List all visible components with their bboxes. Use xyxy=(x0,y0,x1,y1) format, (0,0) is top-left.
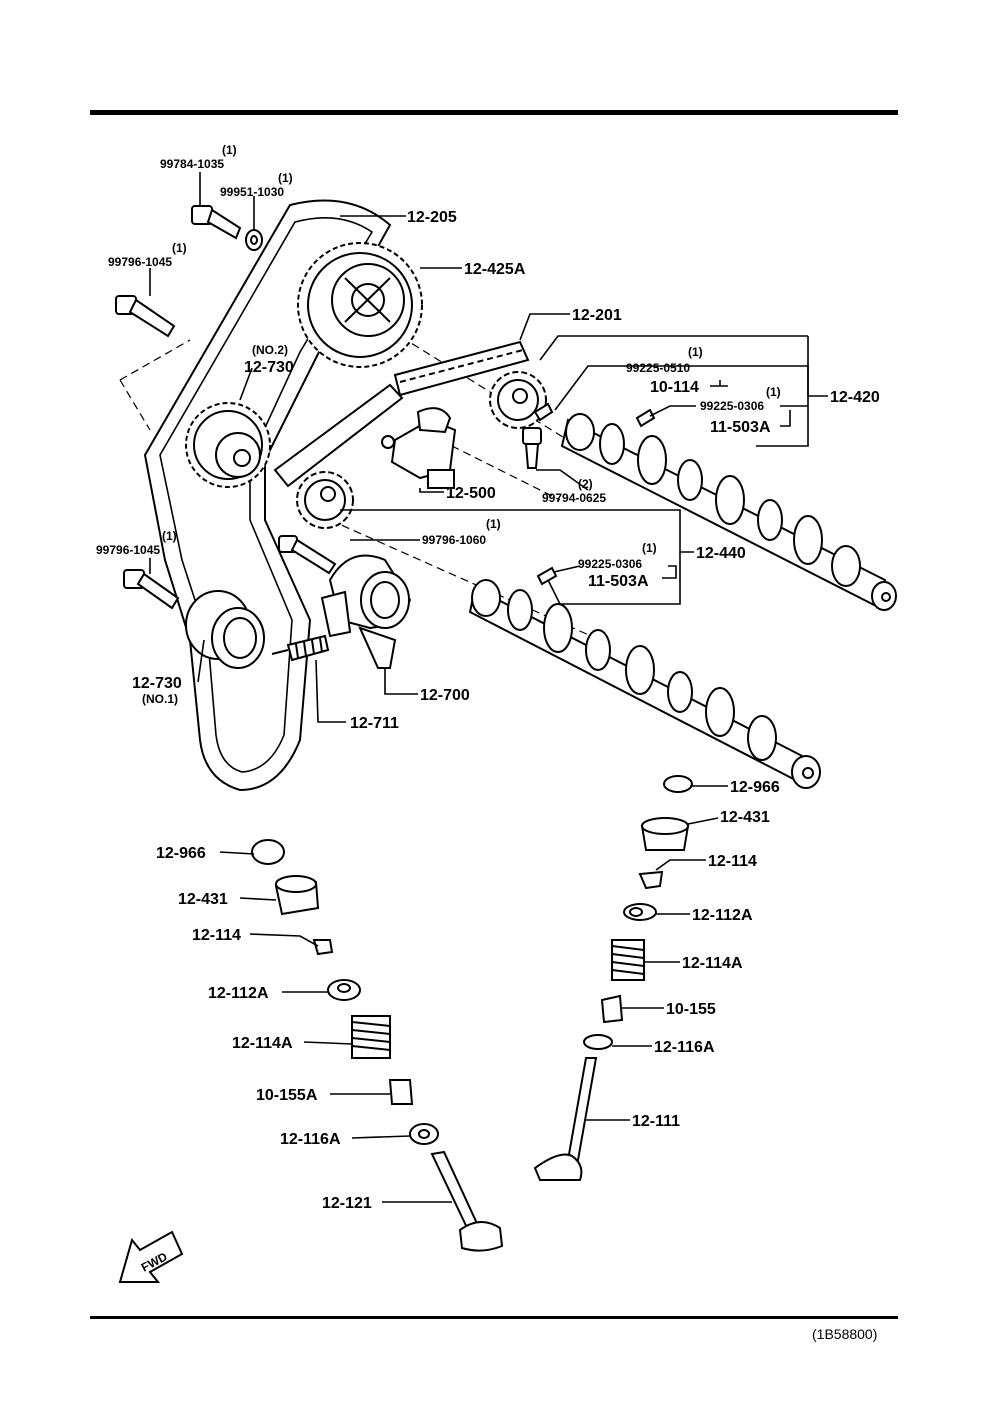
left-valve xyxy=(430,1150,504,1252)
qty-99225-0510: (1) xyxy=(688,345,703,359)
left-tappet xyxy=(274,875,320,916)
label-12-440: 12-440 xyxy=(696,545,746,562)
leader-lines xyxy=(149,172,828,1203)
label-right-12-114: 12-114 xyxy=(708,853,757,870)
label-right-12-111: 12-111 xyxy=(632,1113,680,1130)
right-tappet xyxy=(640,817,690,851)
label-right-10-155: 10-155 xyxy=(666,1001,716,1018)
label-10-114: 10-114 xyxy=(650,379,699,396)
right-valve-spring xyxy=(611,939,645,981)
label-12-420: 12-420 xyxy=(830,389,880,406)
qty-99794: (2) xyxy=(578,477,593,491)
label-12-711: 12-711 xyxy=(350,715,399,732)
qty-99796-a: (1) xyxy=(172,241,187,255)
pin-99225-0510 xyxy=(533,402,554,422)
label-99225-0510: 99225-0510 xyxy=(626,361,690,375)
left-valve-seal xyxy=(388,1079,414,1105)
diagram-reference-code: (1B58800) xyxy=(812,1326,878,1342)
bottom-rule xyxy=(90,1316,898,1319)
qty-99951: (1) xyxy=(278,171,293,185)
label-left-12-431: 12-431 xyxy=(178,891,228,908)
qty-99796-b: (1) xyxy=(162,529,177,543)
right-spring-seat xyxy=(583,1034,613,1050)
camshaft-upper xyxy=(560,413,897,611)
right-valve xyxy=(533,1057,598,1181)
left-valve-spring xyxy=(351,1015,391,1059)
left-spring-seat xyxy=(409,1123,439,1145)
label-left-12-112A: 12-112A xyxy=(208,985,269,1002)
left-spring-retainer xyxy=(327,979,361,1001)
label-right-12-112A: 12-112A xyxy=(692,907,753,924)
label-11-503A-a: 11-503A xyxy=(710,419,771,436)
qty-99225-0306-b: (1) xyxy=(642,541,657,555)
top-rule xyxy=(90,110,898,115)
alignment-line xyxy=(119,339,191,381)
tensioner-spring xyxy=(271,634,330,662)
bolt-99794-0625 xyxy=(522,427,542,469)
label-11-503A-b: 11-503A xyxy=(588,573,649,590)
qty-99796-1060: (1) xyxy=(486,517,501,531)
label-99796-1045-a: 99796-1045 xyxy=(108,255,172,269)
label-left-12-114: 12-114 xyxy=(192,927,241,944)
label-left-12-114A: 12-114A xyxy=(232,1035,293,1052)
bolt-99784-1035 xyxy=(191,205,242,240)
label-right-12-116A: 12-116A xyxy=(654,1039,715,1056)
label-left-12-116A: 12-116A xyxy=(280,1131,341,1148)
camshaft-lower xyxy=(468,579,821,789)
lower-cam-sprocket xyxy=(296,471,354,529)
sub-12-730-no1: (NO.1) xyxy=(142,692,178,706)
sub-12-730-no2: (NO.2) xyxy=(252,343,288,357)
label-12-201: 12-201 xyxy=(572,307,622,324)
label-12-730-no2: 12-730 xyxy=(244,359,294,376)
label-99796-1060: 99796-1060 xyxy=(422,533,486,547)
idler-pulley-no2 xyxy=(185,402,271,488)
label-12-205: 12-205 xyxy=(407,209,457,226)
alignment-line xyxy=(119,379,151,431)
belt-tensioner xyxy=(320,554,412,669)
cam-pulley xyxy=(297,242,423,368)
qty-99225-0306-a: (1) xyxy=(766,385,781,399)
left-shim xyxy=(251,839,285,865)
label-left-10-155A: 10-155A xyxy=(256,1087,318,1104)
label-right-12-966: 12-966 xyxy=(730,779,780,796)
label-12-425A: 12-425A xyxy=(464,261,526,278)
label-right-12-431: 12-431 xyxy=(720,809,770,826)
idler-pulley-no1 xyxy=(185,590,265,669)
washer-99951-1030 xyxy=(245,229,263,251)
label-right-12-114A: 12-114A xyxy=(682,955,743,972)
bolt-99796-1045-upper xyxy=(115,295,176,338)
label-99225-0306-b: 99225-0306 xyxy=(578,557,642,571)
upper-cam-sprocket xyxy=(489,371,547,429)
right-keeper xyxy=(638,870,664,890)
label-99796-1045-b: 99796-1045 xyxy=(96,543,160,557)
pin-99225-0306-upper xyxy=(635,408,656,428)
fwd-arrow: FWD xyxy=(118,1230,184,1283)
chain-tensioner xyxy=(381,407,457,489)
label-99225-0306-a: 99225-0306 xyxy=(700,399,764,413)
timing-chain xyxy=(273,340,530,488)
alignment-line xyxy=(329,519,601,641)
qty-99784: (1) xyxy=(222,143,237,157)
label-left-12-966: 12-966 xyxy=(156,845,206,862)
left-keeper xyxy=(312,939,334,956)
label-12-700: 12-700 xyxy=(420,687,470,704)
right-valve-seal xyxy=(600,994,624,1024)
label-99794-0625: 99794-0625 xyxy=(542,491,606,505)
right-shim xyxy=(663,775,693,793)
part-labels: (1) 99784-1035 (1) 99951-1030 (1) 99796-… xyxy=(96,143,880,1212)
label-99951-1030: 99951-1030 xyxy=(220,185,284,199)
right-spring-retainer xyxy=(623,903,657,921)
label-99784-1035: 99784-1035 xyxy=(160,157,224,171)
label-12-500: 12-500 xyxy=(446,485,496,502)
label-12-730-no1: 12-730 xyxy=(132,675,182,692)
label-left-12-121: 12-121 xyxy=(322,1195,372,1212)
bolt-99796-1045-lower xyxy=(123,569,180,610)
pin-99225-0306-lower xyxy=(536,566,558,586)
bolt-99796-1060 xyxy=(278,535,337,575)
alignment-line xyxy=(439,439,561,501)
